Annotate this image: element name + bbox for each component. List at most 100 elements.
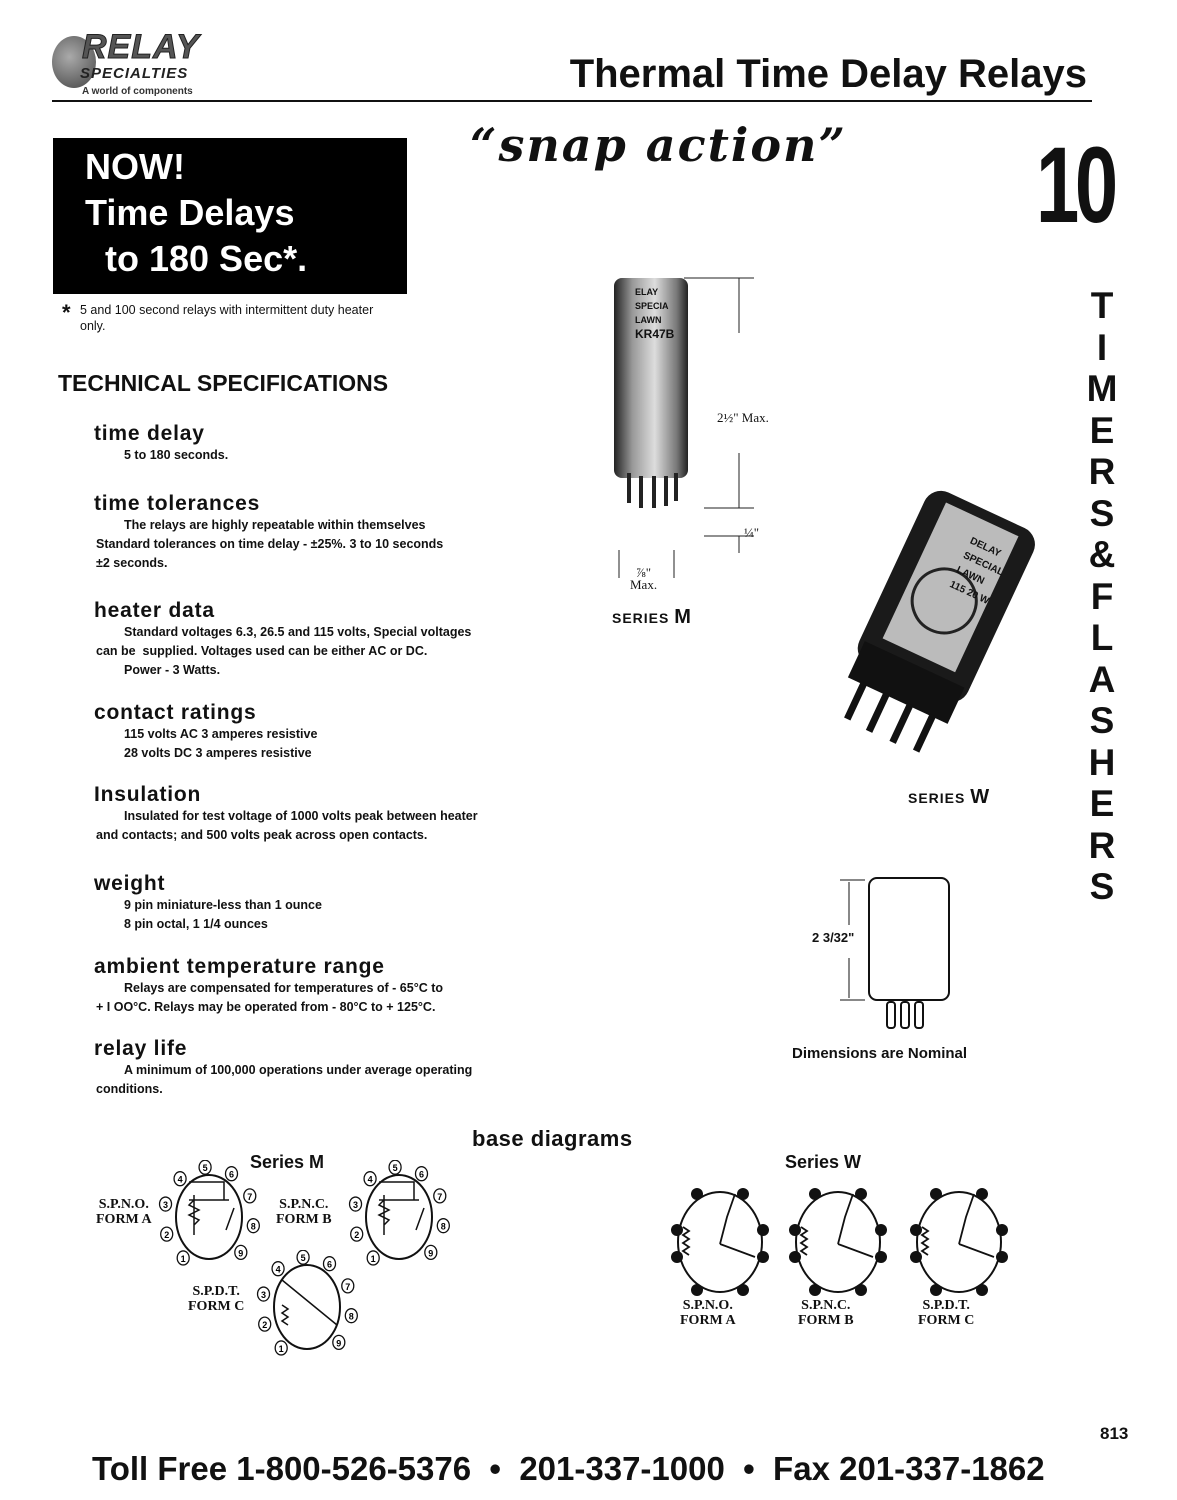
series-w-base-diagram: [789, 1188, 887, 1296]
series-w-photo: [844, 490, 1035, 753]
section-letter: L: [1090, 617, 1114, 658]
pin-number: 7: [345, 1282, 350, 1292]
pin-number: 6: [327, 1260, 332, 1270]
logo-tagline: A world of components: [82, 86, 193, 97]
spec-line: conditions.: [96, 1082, 163, 1096]
pin-number: 9: [428, 1248, 433, 1258]
spec-title: heater data: [94, 599, 215, 622]
series-m-photo: [614, 277, 754, 578]
section-letter: R: [1088, 824, 1116, 866]
pin-number: 7: [247, 1192, 252, 1202]
spec-line: 28 volts DC 3 amperes resistive: [124, 746, 312, 760]
section-letter: E: [1089, 783, 1115, 824]
dimensions-caption: Dimensions are Nominal: [792, 1045, 968, 1062]
spec-line: + I OO°C. Relays may be operated from - …: [96, 1000, 436, 1014]
section-letter: I: [1096, 326, 1108, 368]
relay-specialties-logo: RELAY SPECIALTIES A world of components: [52, 30, 262, 98]
pin-dimension: ¼": [744, 525, 760, 540]
pin-number: 5: [393, 1163, 398, 1173]
form-label: S.P.D.T.FORM C: [918, 1298, 975, 1328]
pin-number: 6: [419, 1170, 424, 1180]
asterisk: *: [62, 300, 71, 325]
form-label: S.P.N.O.FORM A: [680, 1298, 736, 1328]
footer-contact: Toll Free 1-800-526-5376 • 201-337-1000 …: [92, 1450, 1045, 1487]
spec-line: The relays are highly repeatable within …: [124, 518, 426, 532]
width-dimension: ⅞"Max.: [630, 565, 658, 592]
footnote: * 5 and 100 second relays with intermitt…: [62, 302, 382, 334]
page-number: 813: [1100, 1424, 1129, 1443]
pin-number: 2: [164, 1230, 169, 1240]
spec-title: ambient temperature range: [94, 955, 385, 978]
spec-line: and contacts; and 500 volts peak across …: [96, 828, 428, 842]
outline-drawing: [840, 877, 950, 1029]
header-rule: [52, 100, 1092, 102]
promo-line: to 180 Sec*.: [85, 238, 308, 279]
pin-number: 8: [251, 1222, 256, 1232]
spec-line: Power - 3 Watts.: [124, 663, 221, 677]
logo-name: RELAY: [82, 28, 200, 66]
pin-number: 5: [301, 1253, 306, 1263]
spec-line: 5 to 180 seconds.: [124, 448, 229, 462]
pin-number: 9: [336, 1338, 341, 1348]
series-m-label: SERIES M: [612, 606, 692, 628]
spec-line: can be supplied. Voltages used can be ei…: [96, 644, 428, 658]
spec-item: relay life A minimum of 100,000 operation…: [94, 1037, 554, 1099]
series-m-heading: Series M: [250, 1152, 325, 1172]
form-label: S.P.D.T.FORM C: [188, 1284, 245, 1314]
height-dimension: 2½" Max.: [717, 410, 769, 425]
base-diagrams-heading: base diagrams: [472, 1126, 633, 1151]
snap-action-tagline: “snap action”: [470, 118, 847, 172]
pin-number: 5: [203, 1163, 208, 1173]
spec-line: ±2 seconds.: [96, 556, 168, 570]
series-w-base-diagram: [910, 1188, 1008, 1296]
spec-line: 115 volts AC 3 amperes resistive: [124, 727, 318, 741]
promo-line: Time Delays: [85, 192, 295, 233]
spec-line: A minimum of 100,000 operations under av…: [124, 1063, 473, 1077]
pin-number: 4: [276, 1265, 281, 1275]
series-w-label: SERIES W: [908, 786, 991, 808]
section-letter: S: [1089, 700, 1115, 741]
pin-number: 3: [353, 1200, 358, 1210]
form-label: S.P.N.C.FORM B: [798, 1298, 854, 1328]
spec-line: Standard tolerances on time delay - ±25%…: [96, 537, 444, 551]
section-letter: F: [1090, 575, 1114, 617]
footnote-text: 5 and 100 second relays with intermitten…: [80, 303, 374, 333]
page-title: Thermal Time Delay Relays: [569, 52, 1087, 96]
spec-item: contact ratings 115 volts AC 3 amperes re…: [94, 701, 554, 763]
spec-title: time delay: [94, 422, 205, 445]
section-letter: A: [1088, 658, 1116, 700]
spec-title: relay life: [94, 1037, 188, 1060]
promo-box: NOW! Time Delays to 180 Sec*.: [53, 138, 407, 294]
spec-title: Insulation: [94, 783, 202, 806]
outline-dimension: 2 3/32": [812, 930, 855, 945]
section-number: 10: [1036, 124, 1118, 245]
pin-number: 2: [262, 1320, 267, 1330]
spec-item: time delay 5 to 180 seconds.: [94, 422, 554, 465]
pin-number: 1: [279, 1344, 284, 1354]
form-label: S.P.N.C.FORM B: [276, 1197, 332, 1227]
pin-number: 7: [437, 1192, 442, 1202]
logo-sub: SPECIALTIES: [80, 65, 189, 82]
section-letter: H: [1088, 741, 1116, 783]
section-letter: M: [1086, 368, 1118, 409]
pin-number: 4: [368, 1175, 373, 1185]
spec-title: contact ratings: [94, 701, 257, 724]
pin-number: 3: [261, 1290, 266, 1300]
section-letter: &: [1088, 534, 1116, 575]
series-w-base-diagram: [671, 1188, 769, 1296]
promo-line: NOW!: [85, 146, 185, 187]
series-w-heading: Series W: [785, 1152, 862, 1172]
section-letter: T: [1090, 285, 1114, 326]
pin-number: 1: [371, 1254, 376, 1264]
specs-heading: TECHNICAL SPECIFICATIONS: [58, 370, 389, 396]
pin-number: 8: [441, 1222, 446, 1232]
